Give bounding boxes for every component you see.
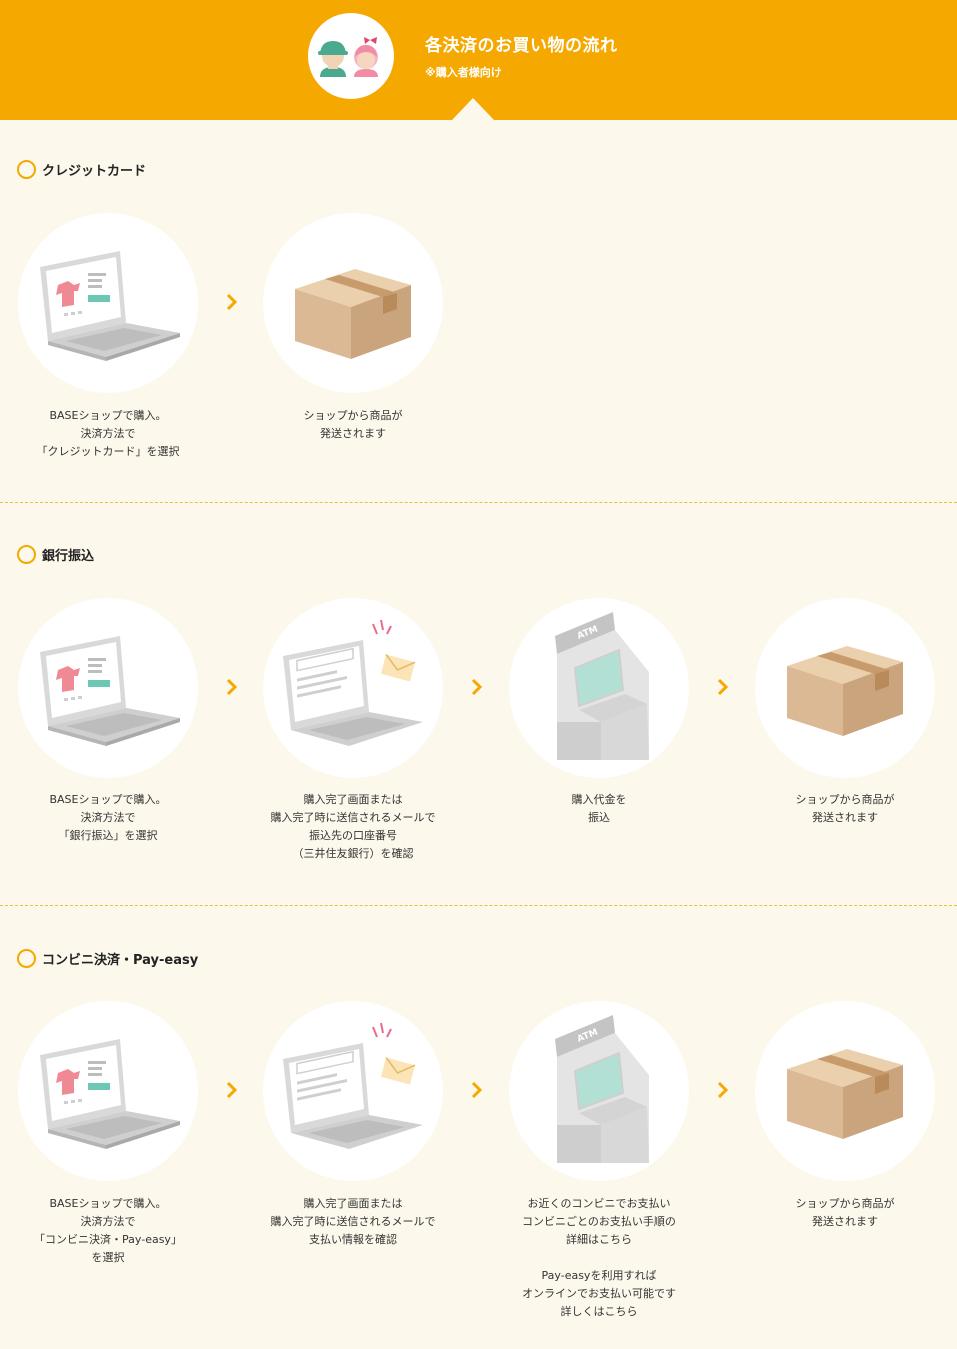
step-caption: お近くのコンビニでお支払い コンビニごとのお支払い手順の 詳細はこちら Pay-… [479,1195,719,1321]
section-ring-icon [17,159,36,179]
header-pointer [452,98,494,120]
section-ring-icon [17,948,36,968]
page-subtitle: ※購入者様向け [425,66,502,79]
step-caption: 購入完了画面または 購入完了時に送信されるメールで 支払い情報を確認 [270,1197,436,1246]
atm-icon: ATM [509,1001,689,1181]
step-caption: BASEショップで購入。 決済方法で 「クレジットカード」を選択 [36,409,180,458]
step-caption: ショップから商品が 発送されます [795,1197,895,1228]
step-caption: ショップから商品が 発送されます [795,793,895,824]
section-ring-icon [17,544,36,564]
page-title: 各決済のお買い物の流れ [425,36,618,56]
section-heading-convenience-store: コンビニ決済・Pay-easy [17,946,198,970]
convenience-store-details-link[interactable]: 詳細はこちら [566,1233,632,1246]
next-step-arrow-icon [226,293,238,311]
section-title: クレジットカード [42,163,147,179]
step-caption: 購入代金を 振込 [571,793,627,824]
package-box-icon [755,1001,935,1181]
step-caption: BASEショップで購入。 決済方法で 「銀行振込」を選択 [49,793,167,842]
laptop-shop-icon [18,598,198,778]
laptop-shop-icon [18,213,198,393]
section-divider [0,502,957,503]
section-title: コンビニ決済・Pay-easy [42,952,199,968]
next-step-arrow-icon [471,678,483,696]
step-caption: BASEショップで購入。 決済方法で 「コンビニ決済・Pay-easy」 を選択 [34,1197,182,1264]
step-caption: 購入完了画面または 購入完了時に送信されるメールで 振込先の口座番号 （三井住友… [270,793,436,860]
section-heading-bank-transfer: 銀行振込 [17,542,94,566]
laptop-mail-icon [263,1001,443,1181]
next-step-arrow-icon [471,1081,483,1099]
shoppers-avatar-icon [308,13,394,99]
next-step-arrow-icon [226,1081,238,1099]
next-step-arrow-icon [226,678,238,696]
step-caption: ショップから商品が 発送されます [303,409,403,440]
package-box-icon [263,213,443,393]
next-step-arrow-icon [717,1081,729,1099]
next-step-arrow-icon [717,678,729,696]
laptop-shop-icon [18,1001,198,1181]
section-title: 銀行振込 [42,548,95,564]
laptop-mail-icon [263,598,443,778]
package-box-icon [755,598,935,778]
section-heading-credit-card: クレジットカード [17,157,146,181]
pay-easy-details-link[interactable]: 詳しくはこちら [560,1305,638,1318]
section-divider [0,905,957,906]
atm-icon: ATM [509,598,689,778]
